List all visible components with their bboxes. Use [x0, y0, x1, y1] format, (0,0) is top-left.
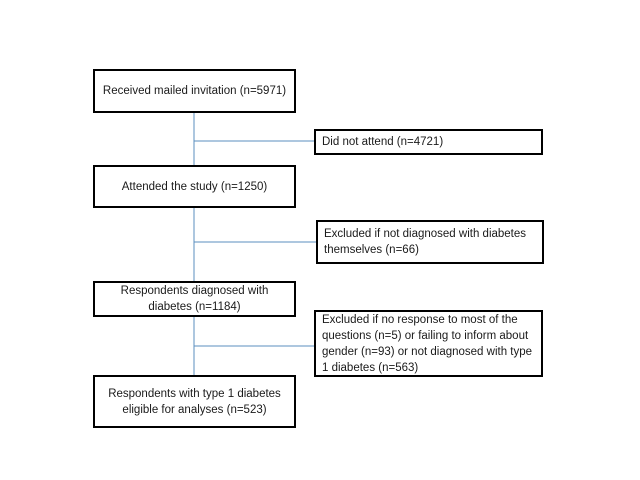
box-attended-study: Attended the study (n=1250) — [93, 165, 296, 208]
box-type1-eligible-text: Respondents with type 1 diabetes eligibl… — [108, 387, 281, 416]
box-received-invitation: Received mailed invitation (n=5971) — [93, 69, 296, 113]
box-excluded-not-diagnosed-text: Excluded if not diagnosed with diabetes … — [324, 228, 527, 256]
box-diagnosed-with-diabetes-text: Respondents diagnosed with diabetes (n=1… — [120, 285, 269, 313]
box-excluded-no-response-text: Excluded if no response to most of the q… — [322, 313, 533, 374]
box-type1-eligible: Respondents with type 1 diabetes eligibl… — [93, 375, 296, 428]
box-did-not-attend: Did not attend (n=4721) — [314, 129, 543, 155]
box-attended-study-text: Attended the study (n=1250) — [121, 180, 268, 193]
box-excluded-no-response: Excluded if no response to most of the q… — [314, 310, 543, 377]
box-diagnosed-with-diabetes: Respondents diagnosed with diabetes (n=1… — [93, 281, 296, 317]
box-did-not-attend-text: Did not attend (n=4721) — [322, 136, 444, 148]
box-received-invitation-text: Received mailed invitation (n=5971) — [102, 85, 287, 97]
box-excluded-not-diagnosed: Excluded if not diagnosed with diabetes … — [316, 220, 544, 264]
